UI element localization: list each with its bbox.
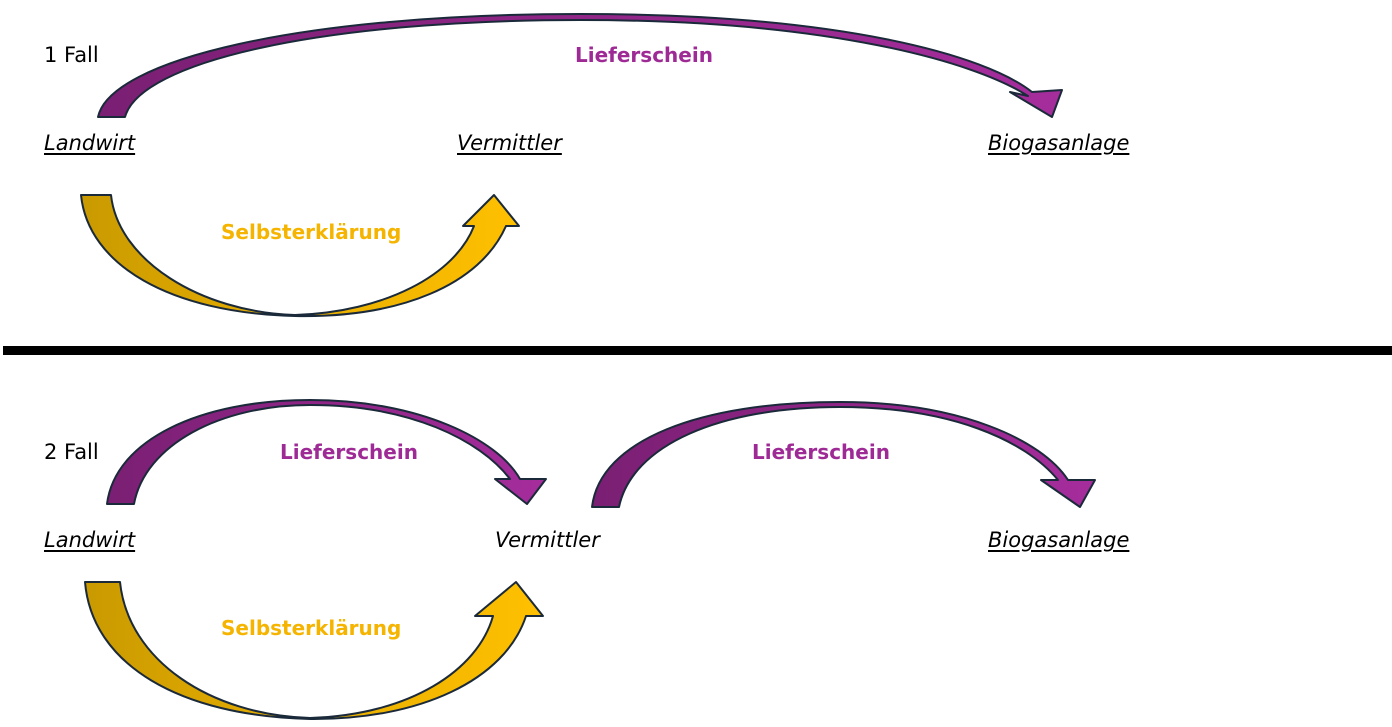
selbsterklaerung-arrow-case2 — [84, 581, 544, 721]
lieferschein-arrow-case2-right — [591, 401, 1096, 508]
case1-node-biogasanlage: Biogasanlage — [988, 131, 1130, 155]
case2-selbsterklaerung-label: Selbsterklärung — [221, 616, 402, 640]
lieferschein-arrow-case1 — [97, 13, 1063, 118]
lieferschein-arrow-case2-left — [106, 399, 547, 505]
case2-node-landwirt: Landwirt — [44, 528, 136, 552]
case1-label: 1 Fall — [44, 43, 99, 67]
case2-label: 2 Fall — [44, 440, 99, 464]
case1-node-landwirt: Landwirt — [44, 131, 136, 155]
selbsterklaerung-arrow-case1 — [80, 194, 520, 318]
case1-node-vermittler: Vermittler — [457, 131, 562, 155]
case-divider — [3, 346, 1392, 355]
case2-lieferschein-right-label: Lieferschein — [752, 440, 890, 464]
case2-lieferschein-left-label: Lieferschein — [280, 440, 418, 464]
case1-lieferschein-label: Lieferschein — [575, 43, 713, 67]
case2-node-biogasanlage: Biogasanlage — [988, 528, 1130, 552]
case1-selbsterklaerung-label: Selbsterklärung — [221, 220, 402, 244]
case2-node-vermittler: Vermittler — [495, 528, 600, 552]
